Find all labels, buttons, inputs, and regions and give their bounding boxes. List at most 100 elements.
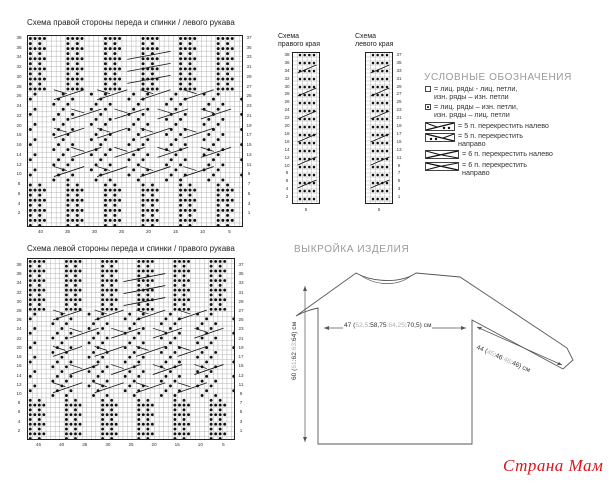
row-number: 8 (285, 170, 289, 176)
row-number: 29 (238, 298, 244, 304)
grid-lines (293, 53, 319, 203)
row-number: 31 (246, 64, 252, 70)
row-number: 10 (16, 171, 22, 177)
legend-item-purl: = лиц. ряды – изн. петли, изн. ряды – ли… (434, 102, 518, 120)
column-number: 5 (377, 207, 381, 212)
column-number: 25 (118, 229, 125, 234)
row-number: 34 (16, 280, 22, 286)
purl-stitch-dots (28, 37, 242, 226)
chart-grid-svg (28, 259, 234, 439)
row-number: 22 (16, 335, 22, 341)
row-number: 28 (284, 91, 290, 97)
legend-item-knit: = лиц. ряды - лиц. петли, изн. ряды – из… (434, 84, 518, 102)
cable-cross-lines (297, 64, 317, 189)
grid-lines (28, 36, 242, 226)
row-number: 4 (17, 418, 21, 424)
row-number: 30 (16, 298, 22, 304)
row-number: 1 (247, 210, 251, 216)
row-number: 29 (246, 73, 252, 79)
row-number: 9 (239, 390, 243, 396)
row-number: 25 (396, 99, 402, 105)
row-number: 27 (246, 83, 252, 89)
row-number: 6 (285, 178, 289, 184)
cross-6-right-symbol-icon (425, 162, 459, 171)
row-number: 33 (238, 280, 244, 286)
row-number: 6 (17, 190, 21, 196)
row-number: 13 (396, 146, 402, 152)
row-number: 17 (246, 132, 252, 138)
row-number: 6 (17, 409, 21, 415)
purl-stitch-dots (28, 259, 234, 439)
grid-lines (28, 259, 234, 439)
row-number: 38 (16, 35, 22, 40)
column-number: 10 (199, 229, 206, 234)
row-number: 37 (396, 52, 402, 57)
row-number: 5 (397, 178, 401, 184)
row-number: 16 (16, 142, 22, 148)
row-number: 8 (17, 400, 21, 406)
grid-lines (366, 53, 392, 203)
row-number: 36 (284, 59, 290, 65)
column-number: 30 (91, 229, 98, 234)
row-number: 26 (284, 99, 290, 105)
row-number: 20 (16, 122, 22, 128)
row-number: 4 (285, 186, 289, 192)
row-number: 2 (17, 427, 21, 433)
row-number: 14 (16, 151, 22, 157)
row-number: 1 (397, 194, 401, 200)
row-number: 38 (16, 262, 22, 267)
row-number: 28 (16, 83, 22, 89)
column-number: 25 (128, 442, 134, 447)
row-number: 33 (246, 54, 252, 60)
row-number: 25 (238, 317, 244, 323)
purl-stitch-symbol-icon (425, 104, 431, 110)
row-number: 24 (16, 326, 22, 332)
legend-title: УСЛОВНЫЕ ОБОЗНАЧЕНИЯ (424, 72, 572, 83)
column-number: 20 (151, 442, 157, 447)
row-number: 21 (396, 115, 402, 121)
row-number: 10 (16, 390, 22, 396)
row-number: 23 (246, 103, 252, 109)
chart-grid-svg (28, 36, 242, 226)
row-number: 29 (396, 83, 402, 89)
knitting-chart-left-edge (365, 52, 393, 204)
row-number: 27 (238, 308, 244, 314)
row-number: 30 (284, 83, 290, 89)
row-number: 31 (396, 75, 402, 81)
row-number: 7 (239, 400, 243, 406)
row-number: 37 (246, 35, 252, 40)
row-number: 12 (16, 161, 22, 167)
row-number: 19 (246, 122, 252, 128)
row-number: 15 (238, 363, 244, 369)
row-number: 3 (239, 418, 243, 424)
row-number: 19 (396, 123, 402, 129)
legend-item-cross-5-right: = 5 п. перекрестить направо (458, 131, 524, 149)
cable-cross-lines (370, 64, 390, 189)
row-number: 19 (238, 344, 244, 350)
cross-5-left-symbol-icon (425, 122, 455, 131)
column-number: 5 (228, 229, 231, 234)
cross-6-left-symbol-icon (425, 150, 459, 159)
row-number: 15 (396, 138, 402, 144)
row-number: 32 (284, 75, 290, 81)
column-number: 15 (174, 442, 180, 447)
column-number: 30 (105, 442, 111, 447)
row-number: 23 (238, 326, 244, 332)
row-number: 2 (17, 210, 21, 216)
column-number: 10 (197, 442, 203, 447)
row-number: 11 (238, 381, 244, 387)
edge-chart-title: Схема левого края (355, 33, 394, 48)
column-number: 45 (35, 442, 42, 447)
row-number: 21 (246, 112, 252, 118)
row-number: 11 (396, 154, 402, 160)
row-number: 26 (16, 93, 22, 99)
row-number: 30 (16, 73, 22, 79)
row-number: 16 (16, 363, 22, 369)
row-number: 38 (284, 52, 290, 57)
row-number: 34 (284, 67, 290, 73)
row-number: 7 (397, 170, 401, 176)
row-number: 37 (238, 262, 244, 267)
purl-stitch-dots (298, 53, 316, 201)
row-number: 36 (16, 44, 22, 50)
